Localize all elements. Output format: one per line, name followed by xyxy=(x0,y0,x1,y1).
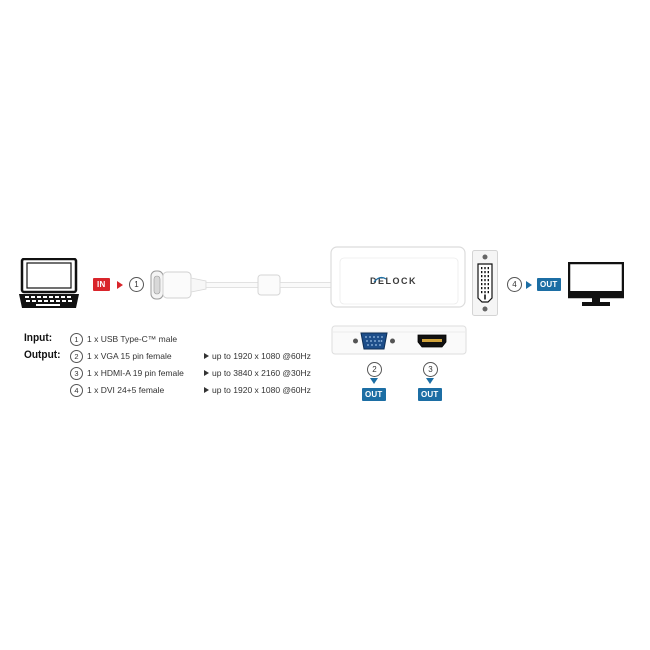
dvi-out-arrow-icon xyxy=(526,281,532,289)
hdmi-out-badge: OUT xyxy=(418,388,442,401)
hdmi-out-arrow-icon xyxy=(426,378,434,384)
adapter-housing xyxy=(330,246,470,356)
spec-res-2: up to 1920 x 1080 @60Hz xyxy=(204,351,311,361)
spec-res-3-text: up to 3840 x 2160 @30Hz xyxy=(212,368,311,378)
vga-out-arrow-icon xyxy=(370,378,378,384)
spec-marker-1: 1 xyxy=(70,333,83,346)
spec-desc-1: 1 x USB Type-C™ male xyxy=(87,334,178,344)
dvi-out-badge: OUT xyxy=(537,278,561,291)
hdmi-marker: 3 xyxy=(423,362,438,377)
logo-swoosh-icon xyxy=(372,273,388,289)
spec-desc-2: 1 x VGA 15 pin female xyxy=(87,351,172,361)
spec-res-2-text: up to 1920 x 1080 @60Hz xyxy=(212,351,311,361)
hdmi-port-illustration xyxy=(417,334,447,348)
in-badge: IN xyxy=(93,278,110,291)
spec-marker-2: 2 xyxy=(70,350,83,363)
input-marker: 1 xyxy=(129,277,144,292)
dvi-marker: 4 xyxy=(507,277,522,292)
monitor-icon xyxy=(568,262,624,308)
laptop-icon xyxy=(18,258,80,310)
spec-res-4-text: up to 1920 x 1080 @60Hz xyxy=(212,385,311,395)
output-label: Output: xyxy=(24,349,61,361)
spec-marker-4: 4 xyxy=(70,384,83,397)
vga-out-badge: OUT xyxy=(362,388,386,401)
spec-marker-3: 3 xyxy=(70,367,83,380)
vga-port-illustration xyxy=(352,330,396,352)
bullet-arrow-icon xyxy=(204,353,209,359)
spec-desc-4: 1 x DVI 24+5 female xyxy=(87,385,165,395)
spec-res-3: up to 3840 x 2160 @30Hz xyxy=(204,368,311,378)
input-label: Input: xyxy=(24,332,53,344)
usb-c-plug-illustration xyxy=(148,266,338,306)
dvi-port-illustration xyxy=(472,250,498,316)
delock-logo: DELOCK xyxy=(370,276,417,286)
bullet-arrow-icon xyxy=(204,387,209,393)
bullet-arrow-icon xyxy=(204,370,209,376)
input-arrow-icon xyxy=(117,281,123,289)
spec-res-4: up to 1920 x 1080 @60Hz xyxy=(204,385,311,395)
spec-desc-3: 1 x HDMI-A 19 pin female xyxy=(87,368,184,378)
vga-marker: 2 xyxy=(367,362,382,377)
